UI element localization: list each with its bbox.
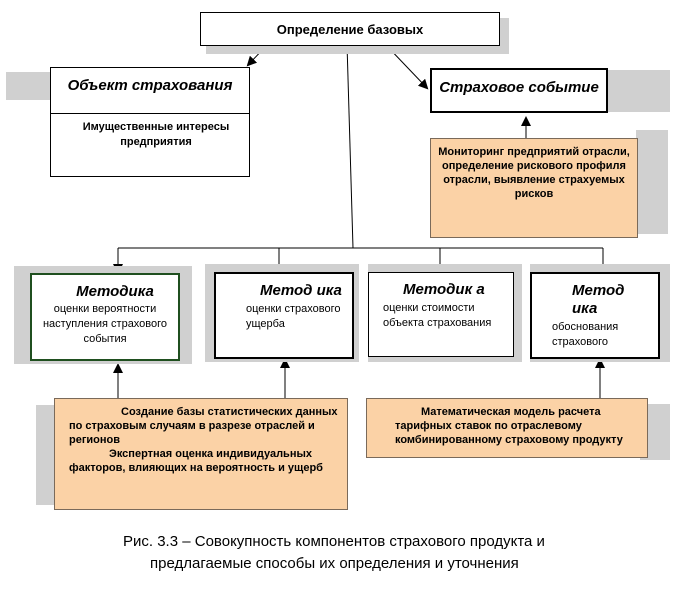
method-1-title: Методика — [76, 283, 154, 300]
stats-box: Создание базы статистических данных по с… — [54, 398, 348, 510]
method-2-title: Метод ика — [260, 282, 342, 299]
method-box-2: Метод ика оценки страхового ущерба — [214, 272, 354, 359]
model-box: Математическая модель расчета тарифных с… — [366, 398, 648, 458]
event-box-shadow — [602, 70, 670, 112]
method-4-description: обоснования страхового — [552, 321, 619, 348]
top-box: Определение базовых — [200, 12, 500, 46]
method-box-4: Метод ика обоснования страхового — [530, 272, 660, 359]
model-text: Математическая модель расчета тарифных с… — [395, 406, 623, 446]
method-1-description: оценки вероятности наступления страховог… — [42, 303, 168, 345]
method-3-description: оценки стоимости объекта страхования — [383, 302, 492, 329]
method-4-title: Метод ика — [572, 282, 625, 317]
method-2-description: оценки страхового ущерба — [246, 303, 341, 330]
top-box-title: Определение базовых — [276, 21, 424, 37]
stats-box-shadow — [36, 405, 56, 505]
figure-caption-line-2: предлагаемые способы их определения и ут… — [150, 555, 519, 572]
method-box-3: Методик а оценки стоимости объекта страх… — [368, 272, 514, 357]
monitoring-text: Мониторинг предприятий отрасли, определе… — [438, 146, 630, 200]
figure-caption-line-1: Рис. 3.3 – Совокупность компонентов стра… — [123, 533, 545, 550]
stats-line-1: Создание базы статистических данных по с… — [69, 406, 338, 446]
stats-line-2: Экспертная оценка индивидуальных факторо… — [69, 448, 323, 474]
event-box: Страховое событие — [430, 68, 608, 113]
object-box-description: Имущественные интересы предприятия — [82, 121, 230, 148]
object-box: Объект страхования Имущественные интерес… — [50, 67, 250, 177]
trunk-line — [346, 43, 354, 249]
object-box-title: Объект страхования — [51, 68, 249, 114]
object-box-shadow-left — [6, 72, 56, 100]
method-3-title: Методик а — [403, 281, 485, 298]
monitoring-shadow — [636, 130, 668, 234]
method-box-1: Методика оценки вероятности наступления … — [30, 273, 180, 361]
event-box-title: Страховое событие — [439, 79, 599, 96]
monitoring-box: Мониторинг предприятий отрасли, определе… — [430, 138, 638, 238]
